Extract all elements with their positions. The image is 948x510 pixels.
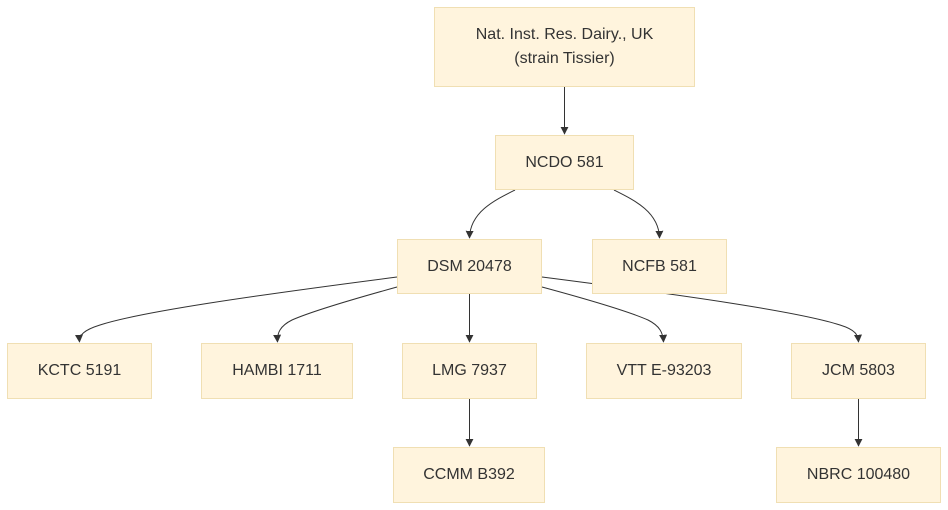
node-nbrc-100480: NBRC 100480: [776, 447, 941, 503]
node-ncfb-581: NCFB 581: [592, 239, 727, 294]
edge-dsm-to-kctc: [75, 276, 398, 343]
node-root-line2: (strain Tissier): [514, 50, 615, 67]
node-label: NCFB 581: [622, 257, 697, 275]
node-jcm-5803: JCM 5803: [791, 343, 926, 399]
node-dsm-20478: DSM 20478: [397, 239, 542, 294]
edge-dsm-to-hambi: [273, 286, 398, 343]
node-label: DSM 20478: [427, 257, 512, 275]
node-label: VTT E-93203: [616, 362, 712, 379]
node-lmg-7937: LMG 7937: [402, 343, 537, 399]
node-label: LMG 7937: [432, 362, 507, 379]
edge-ncdo-to-dsm: [465, 189, 516, 239]
node-root-line1: Nat. Inst. Res. Dairy., UK: [475, 26, 654, 43]
node-label: NCDO 581: [525, 153, 604, 171]
node-hambi-1711: HAMBI 1711: [201, 343, 353, 399]
node-ncdo-581: NCDO 581: [495, 135, 634, 190]
node-vtt-e-93203: VTT E-93203: [586, 343, 742, 399]
node-label: KCTC 5191: [37, 362, 122, 379]
edge-ncdo-to-ncfb: [613, 189, 664, 239]
node-label: NBRC 100480: [806, 466, 911, 483]
node-nat-inst-res-dairy: Nat. Inst. Res. Dairy., UK (strain Tissi…: [434, 7, 695, 87]
node-label: CCMM B392: [423, 466, 515, 483]
edge-dsm-to-vtt: [541, 286, 668, 343]
node-label: JCM 5803: [822, 362, 895, 379]
node-ccmm-b392: CCMM B392: [393, 447, 545, 503]
node-kctc-5191: KCTC 5191: [7, 343, 152, 399]
node-label: HAMBI 1711: [232, 362, 322, 379]
